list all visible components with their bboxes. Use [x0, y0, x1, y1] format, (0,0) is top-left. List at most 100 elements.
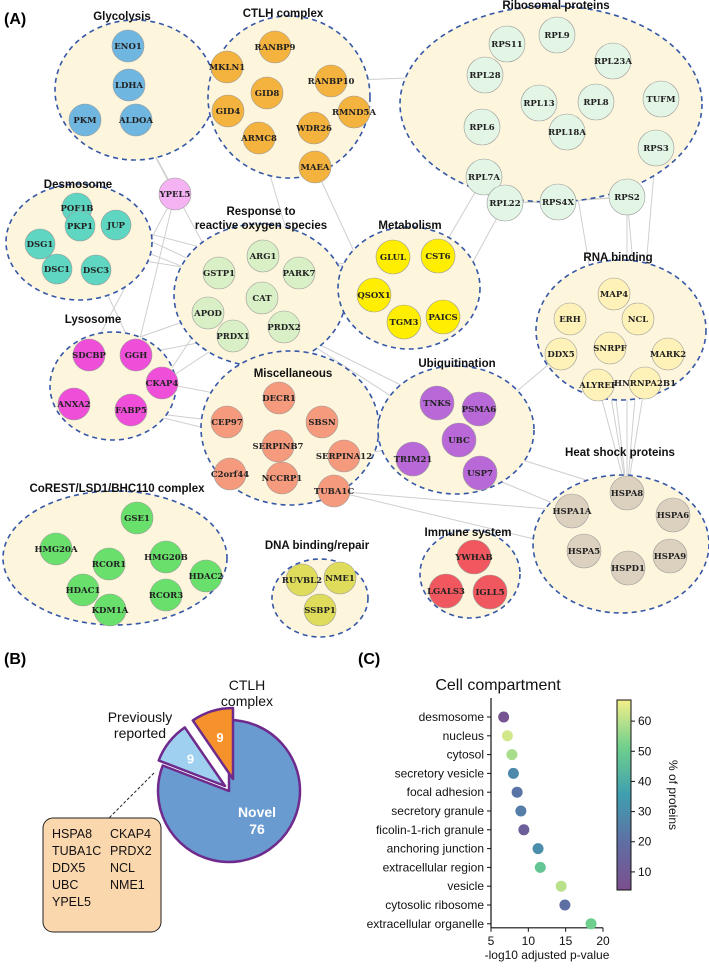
- node-label: DSC3: [83, 266, 109, 276]
- node-label: CST6: [425, 252, 450, 262]
- node-armc8: ARMC8: [240, 121, 277, 155]
- node-dsc1: DSC1: [41, 253, 73, 285]
- node-label: HSPA5: [568, 547, 601, 557]
- node-label: GID8: [255, 89, 280, 99]
- node-label: SERPINB7: [253, 442, 304, 452]
- y-tick-label: secretory vesicle: [395, 766, 485, 780]
- node-label: ANXA2: [56, 400, 90, 410]
- node-ypel5: YPEL5: [159, 177, 192, 211]
- node-ranbp9: RANBP9: [255, 30, 296, 64]
- node-label: GGH: [125, 351, 148, 361]
- colorbar-tick-label: 50: [638, 744, 652, 758]
- node-maea: MAEA: [298, 150, 332, 184]
- node-aldoa: ALDOA: [118, 103, 153, 137]
- pie-label-novel: Novel: [238, 804, 276, 820]
- node-label: RPL7A: [468, 173, 500, 183]
- node-hdac1: HDAC1: [66, 573, 100, 607]
- node-label: PSMA6: [462, 405, 497, 415]
- node-arg1: ARG1: [246, 239, 280, 273]
- pie-chart: Novel7699CTLHcomplexPreviouslyreportedHS…: [42, 677, 302, 933]
- chart-title: Cell compartment: [435, 677, 561, 694]
- colorbar-tick-label: 60: [638, 714, 652, 728]
- pie-outer-label-previously-reported: Previously: [108, 709, 173, 725]
- node-hspd1: HSPD1: [610, 550, 646, 586]
- node-label: TNKS: [423, 399, 451, 409]
- node-cst6: CST6: [420, 238, 456, 274]
- node-label: YWHAB: [454, 553, 492, 563]
- node-label: ERH: [559, 315, 581, 325]
- node-label: RPL22: [489, 199, 520, 209]
- node-kdm1a: KDM1A: [92, 593, 129, 627]
- node-prdx2: PRDX2: [267, 310, 301, 344]
- node-ruvbl2: RUVBL2: [282, 563, 322, 597]
- node-label: RPL8: [583, 98, 608, 108]
- node-gstp1: GSTP1: [202, 256, 236, 290]
- node-label: DSG1: [27, 240, 54, 250]
- node-gid4: GID4: [211, 94, 245, 128]
- node-label: SNRPF: [593, 344, 626, 354]
- colorbar-tick-label: 20: [638, 835, 652, 849]
- y-tick-label: ficolin-1-rich granule: [376, 823, 484, 837]
- node-label: PKP1: [67, 222, 93, 232]
- node-alyref: ALYREF: [578, 368, 617, 402]
- node-label: RANBP9: [255, 43, 296, 53]
- cluster-desmosome-title: Desmosome: [44, 179, 112, 191]
- x-axis-label: -log10 adjusted p-value: [485, 948, 610, 962]
- node-label: NCL: [628, 315, 649, 325]
- node-label: LGALS3: [427, 587, 465, 597]
- node-label: JUP: [106, 221, 125, 231]
- cluster-dna-title: DNA binding/repair: [265, 540, 370, 552]
- cluster-corest-title: CoREST/LSD1/BHC110 complex: [29, 483, 205, 495]
- node-label: MARK2: [650, 350, 686, 360]
- node-serpina12: SERPINA12: [316, 439, 372, 473]
- data-point-extracellular-organelle: [585, 918, 597, 930]
- node-anxa2: ANXA2: [56, 387, 91, 421]
- node-hmg20a: HMG20A: [34, 532, 78, 566]
- node-label: NME1: [325, 574, 355, 584]
- node-label: TRIM21: [394, 455, 433, 465]
- node-label: PKM: [73, 116, 97, 126]
- pie-slice-novel: [156, 718, 302, 864]
- node-glul: GLUL: [375, 239, 411, 275]
- node-label: MKLN1: [209, 63, 246, 73]
- node-hspa5: HSPA5: [566, 533, 602, 569]
- node-label: MAEA: [300, 163, 329, 173]
- cluster-ribosomal-title: Ribosomal proteins: [502, 0, 609, 12]
- node-tgm3: TGM3: [386, 304, 422, 340]
- node-rpl8: RPL8: [577, 83, 615, 121]
- node-rcor1: RCOR1: [92, 547, 126, 581]
- node-label: GSE1: [124, 514, 150, 524]
- node-erh: ERH: [553, 302, 587, 336]
- node-rpl7a: RPL7A: [465, 158, 503, 196]
- node-usp7: USP7: [462, 455, 498, 491]
- reported-protein-nme1: NME1: [110, 878, 145, 892]
- data-point-anchoring-junction: [532, 843, 544, 855]
- node-label: HSPA8: [611, 489, 644, 499]
- cluster-glycolysis-title: Glycolysis: [93, 11, 151, 23]
- node-label: ENO1: [114, 42, 142, 52]
- node-label: C2orf44: [211, 470, 249, 480]
- data-point-ficolin-1-rich-granule: [518, 824, 530, 836]
- cluster-ros-title: reactive oxygen species: [195, 220, 327, 232]
- reported-proteins-box: [42, 817, 162, 933]
- node-label: RPS4X: [542, 198, 575, 208]
- node-rmnd5a: RMND5A: [332, 95, 376, 129]
- node-rps11: RPS11: [488, 25, 526, 63]
- node-label: PRDX2: [267, 323, 300, 333]
- edge: [135, 193, 176, 356]
- node-hspa8: HSPA8: [609, 475, 645, 511]
- node-label: TUFM: [646, 95, 676, 105]
- node-rpl9: RPL9: [538, 16, 576, 54]
- y-tick-label: desmosome: [419, 710, 485, 724]
- panel-label-a: (A): [4, 11, 26, 28]
- pie-value-ctlh-complex: 9: [216, 730, 223, 745]
- pie-slice-ctlh-complex: [191, 706, 235, 781]
- node-sbsn: SBSN: [305, 405, 339, 439]
- node-label: APOD: [193, 309, 222, 319]
